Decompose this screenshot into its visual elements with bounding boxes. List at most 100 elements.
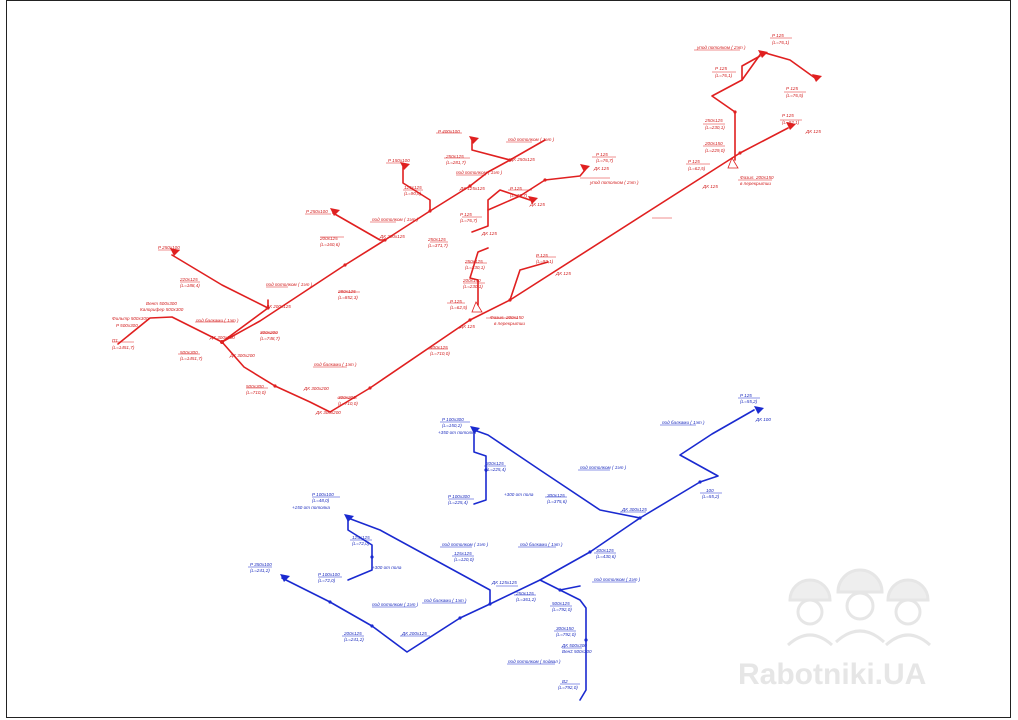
supply-branch-p400 <box>471 140 511 161</box>
exhaust-label: +300 от пола <box>372 565 402 570</box>
supply-label: ДК 125 <box>529 202 545 207</box>
exhaust-label: (L=241,2) <box>250 568 270 573</box>
supply-label: (L=230,1) <box>705 125 725 130</box>
supply-label: 220х125 <box>179 277 198 282</box>
exhaust-label: P 100х100 <box>318 572 340 577</box>
exhaust-labels: P 125 (L=55,2) ДК 100 под балками ( 1эт … <box>250 393 771 690</box>
exhaust-label: 125х125 <box>454 551 472 556</box>
supply-label: ДК 300х200 <box>315 410 341 415</box>
supply-label: ДК 125 <box>593 166 609 171</box>
exhaust-label: (L=150,2) <box>442 423 462 428</box>
supply-label: P 125 <box>460 212 472 217</box>
supply-label: (L=76,1) <box>715 73 733 78</box>
supply-riser-2 <box>544 169 586 181</box>
supply-label: (L=230,1) <box>465 265 485 270</box>
supply-network <box>112 37 822 413</box>
supply-label: Фазил. 200х150 <box>740 175 774 180</box>
supply-label: ДК 125 <box>702 184 718 189</box>
exhaust-label: под потолком ( 1эт ) <box>442 542 489 547</box>
exhaust-branch-upper <box>473 429 641 519</box>
supply-label: P 125 <box>772 33 784 38</box>
supply-label: 300х200 <box>338 395 356 400</box>
supply-label: (L=1451,7) <box>180 356 203 361</box>
supply-label: P 250х100 <box>306 209 328 214</box>
exhaust-label: (L=120,0) <box>454 557 474 562</box>
exhaust-label: под потолком ( 1эт ) <box>580 465 627 470</box>
supply-label: P 400х100 <box>438 129 460 134</box>
supply-label: P 500х300 <box>116 323 138 328</box>
supply-label: ДК 125 <box>481 231 497 236</box>
supply-damper <box>471 301 483 313</box>
supply-leaders <box>112 37 806 399</box>
supply-label: (L=230,1) <box>463 284 483 289</box>
watermark-text: Rabotniki.UA <box>738 658 926 691</box>
supply-branch-p125-mid <box>509 261 549 301</box>
exhaust-label: ДК 200х125 <box>401 631 427 636</box>
exhaust-label: под потолком ( подвал ) <box>508 659 561 664</box>
supply-label: под балками ( 1эт ) <box>196 318 239 323</box>
supply-label: 200х150 <box>704 141 723 146</box>
exhaust-label: P 350х100 <box>250 562 272 567</box>
supply-label: 500х300 <box>180 350 198 355</box>
exhaust-label: под балками ( 1эт ) <box>520 542 563 547</box>
supply-label: под потолком ( 1эт ) <box>372 217 419 222</box>
supply-label: (L=371,7) <box>428 243 448 248</box>
supply-label: 500х300 <box>246 384 264 389</box>
supply-branch-left <box>171 254 269 309</box>
supply-label: (L=62,5) <box>688 166 706 171</box>
supply-terminal <box>528 196 538 204</box>
exhaust-branch-left <box>347 517 373 581</box>
supply-label: ДК 125 <box>805 129 821 134</box>
supply-label: П1 <box>112 338 118 343</box>
supply-label: (L=710,0) <box>338 401 358 406</box>
supply-label: (L=160,6) <box>320 242 340 247</box>
exhaust-label: (L=48,0) <box>312 498 330 503</box>
supply-label: (L=188,4) <box>180 283 200 288</box>
supply-branch-p150 <box>402 166 431 212</box>
exhaust-label: под балками ( 1эт ) <box>662 420 705 425</box>
exhaust-label: (L=792,0) <box>552 607 572 612</box>
supply-terminal <box>786 122 796 130</box>
exhaust-label: ДК 125х125 <box>491 580 517 585</box>
supply-label: ДК 125 <box>555 271 571 276</box>
exhaust-label: (L=225,4) <box>448 500 468 505</box>
supply-terminal <box>758 50 768 58</box>
supply-label: ДК 125х125 <box>459 186 485 191</box>
supply-label: 280х125 <box>337 289 356 294</box>
supply-label: Фазил. 200х150 <box>490 315 524 320</box>
supply-label: ДК 250х125 <box>509 157 535 162</box>
exhaust-label: 200х125 <box>343 631 362 636</box>
exhaust-label: (L=55,2) <box>702 494 720 499</box>
supply-label: 250х125 <box>427 237 446 242</box>
worker-icon <box>834 568 886 644</box>
supply-vertical-left <box>469 247 489 306</box>
supply-terminal <box>580 164 590 172</box>
exhaust-label: (L=375,6) <box>547 499 567 504</box>
supply-label: 250х125 <box>704 118 723 123</box>
exhaust-label: +150 от потолка <box>292 505 330 510</box>
supply-label: упод потолком ( 2эт ) <box>589 180 639 185</box>
supply-label: 200х150 <box>462 278 481 283</box>
exhaust-label: +300 от пола <box>504 492 534 497</box>
supply-label: под балками ( 1эт ) <box>314 362 357 367</box>
exhaust-label: 500х125 <box>552 601 570 606</box>
supply-label: под потолком ( 1эт ) <box>456 170 503 175</box>
supply-branch-p250 <box>332 212 386 241</box>
exhaust-label: В2 <box>562 679 568 684</box>
worker-icon <box>884 578 932 647</box>
supply-label: (L=62,5) <box>450 305 468 310</box>
exhaust-label: 125х125 <box>352 535 370 540</box>
supply-label: 250х125 <box>464 259 483 264</box>
supply-label: (L=76,7) <box>596 158 614 163</box>
watermark-logo <box>786 568 932 647</box>
supply-label: Р 125 <box>786 86 798 91</box>
supply-label: ДК 200х125 <box>265 304 291 309</box>
supply-terminal <box>812 74 822 82</box>
supply-label: под потолком ( 1эт ) <box>266 282 313 287</box>
exhaust-label: 300х125 <box>547 493 565 498</box>
supply-tower <box>711 51 816 161</box>
supply-label: (L=281,7) <box>446 160 466 165</box>
exhaust-label: ДК 100 <box>755 417 771 422</box>
exhaust-label: P 100х300 <box>442 417 464 422</box>
